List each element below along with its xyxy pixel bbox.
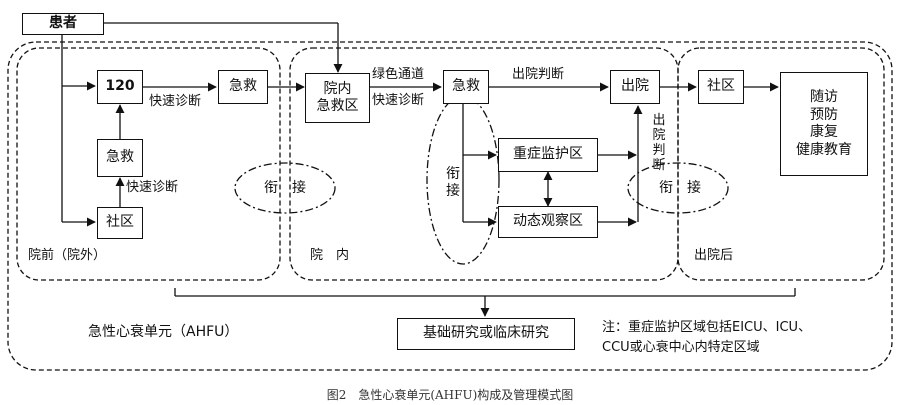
first-aid-box-pre-lower: 急救	[97, 139, 143, 177]
label-discharge-judgment-v: 出院判断	[652, 113, 666, 173]
label-green-channel: 绿色通道	[372, 67, 425, 82]
community-box-post: 社区	[698, 70, 744, 104]
region-in-boundary	[289, 47, 679, 281]
icu-zone-box: 重症监护区	[498, 138, 598, 172]
label-ahfu-unit: 急性心衰单元（AHFU）	[88, 324, 239, 340]
label-quick-diagnosis-1: 快速诊断	[149, 94, 202, 109]
label-quick-diagnosis-2: 快速诊断	[126, 180, 179, 195]
label-handover-1: 衔 接	[264, 180, 306, 196]
hospital-er-box: 院内 急救区	[305, 73, 370, 123]
ahfu-boundary	[7, 41, 893, 371]
first-aid-box-pre: 急救	[218, 70, 268, 104]
handover-ellipse-3	[627, 162, 729, 214]
ems-120-box: 120	[97, 70, 143, 104]
followup-box: 随访 预防 康复 健康教育	[780, 72, 868, 176]
community-box-pre: 社区	[97, 207, 143, 239]
observation-zone-box: 动态观察区	[498, 206, 598, 238]
region-post-boundary	[677, 47, 885, 281]
label-handover-2: 衔接	[446, 166, 460, 199]
figure-caption: 图2 急性心衰单元(AHFU)构成及管理模式图	[326, 388, 574, 402]
first-aid-box-hospital: 急救	[443, 70, 489, 104]
footnote-line-1: 注：重症监护区域包括EICU、ICU、	[602, 320, 812, 335]
footnote-line-2: CCU或心衰中心内特定区域	[602, 340, 760, 355]
label-region-pre: 院前（院外）	[28, 248, 107, 263]
label-quick-diagnosis-3: 快速诊断	[372, 93, 425, 108]
patient-box: 患者	[22, 13, 104, 35]
label-region-in: 院 内	[310, 248, 350, 263]
footnote: 注：重症监护区域包括EICU、ICU、 CCU或心衰中心内特定区域	[602, 318, 811, 358]
label-handover-3: 衔 接	[659, 180, 701, 196]
label-region-post: 出院后	[694, 248, 734, 263]
label-discharge-judgment-h: 出院判断	[512, 67, 565, 82]
research-box: 基础研究或临床研究	[397, 318, 575, 350]
region-pre-boundary	[16, 47, 281, 281]
discharge-box: 出院	[610, 70, 660, 104]
handover-ellipse-1	[234, 162, 336, 214]
